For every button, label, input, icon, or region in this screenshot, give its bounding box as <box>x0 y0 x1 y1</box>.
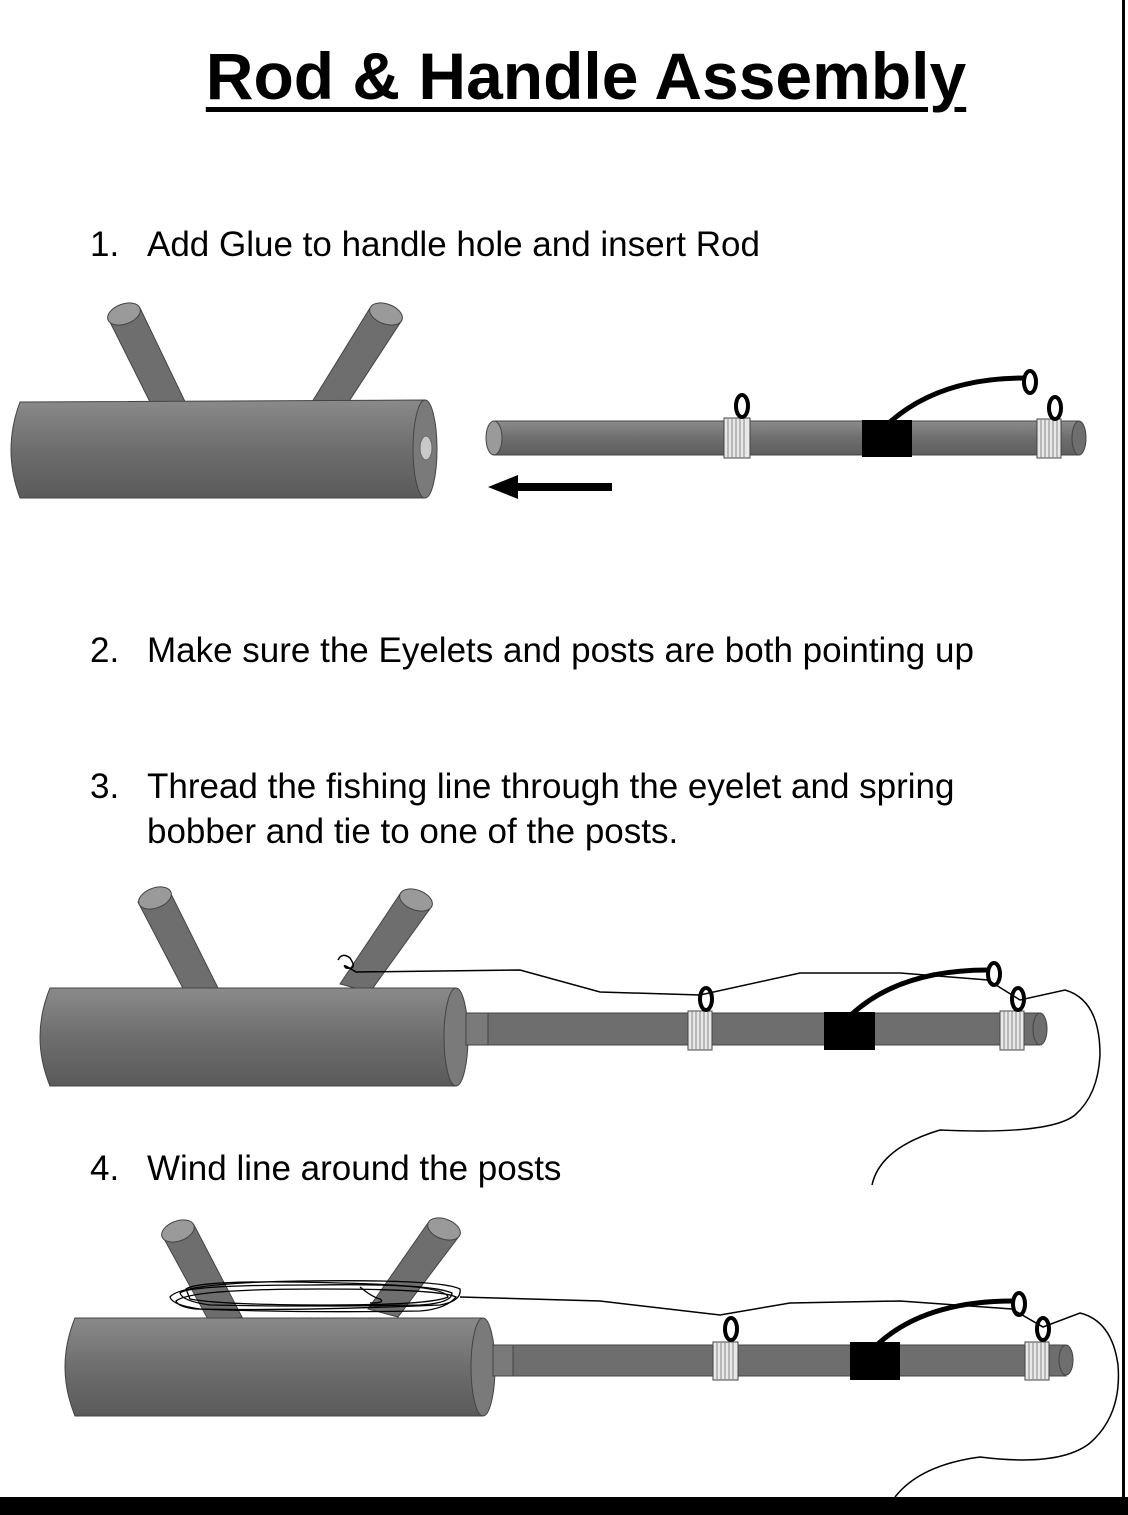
figure-assembled-with-line-tied <box>39 886 1101 1186</box>
rod <box>492 1291 1074 1381</box>
step-number: 3. <box>90 767 120 806</box>
handle-post-left <box>107 302 191 423</box>
figure-line-wound-on-posts <box>64 1217 1120 1497</box>
spring-bobber-block <box>850 1342 900 1380</box>
handle-post-right <box>311 302 403 413</box>
step-number: 1. <box>90 225 120 264</box>
tip-eyelet <box>999 986 1026 1051</box>
step-number: 4. <box>90 1149 120 1188</box>
tip-eyelet <box>1036 395 1063 459</box>
handle-post-right <box>367 1217 461 1318</box>
fishing-line <box>459 1296 1120 1497</box>
spring-bobber-wire <box>876 1298 1014 1346</box>
fishing-line <box>337 954 1101 1186</box>
page-border-bottom <box>0 1497 1128 1515</box>
rod <box>465 961 1048 1051</box>
handle-post-left <box>137 886 221 999</box>
step-text-line-2: bobber and tie to one of the posts. <box>147 812 679 851</box>
rod <box>485 369 1087 459</box>
step-text: Add Glue to handle hole and insert Rod <box>147 225 760 264</box>
spring-bobber-block <box>824 1012 875 1050</box>
step-number: 2. <box>90 631 120 670</box>
page-border-right <box>1122 0 1125 1500</box>
step-text: Make sure the Eyelets and posts are both… <box>147 631 974 670</box>
arrow-left-icon <box>488 475 612 499</box>
spring-bobber-wire <box>888 375 1025 424</box>
eyelet <box>687 986 714 1051</box>
handle-post-left <box>161 1219 243 1324</box>
figure-handle-and-rod-separate <box>10 302 1087 499</box>
spring-bobber-loop <box>1011 1291 1027 1317</box>
step-text: Wind line around the posts <box>147 1149 562 1188</box>
page-title: Rod & Handle Assembly <box>205 39 967 113</box>
spring-bobber-wire <box>850 967 989 1016</box>
spring-bobber-block <box>862 420 912 457</box>
wound-line-bundle <box>169 1280 461 1313</box>
handle-body <box>39 987 469 1087</box>
eyelet <box>712 1316 739 1381</box>
handle-body <box>64 1317 496 1417</box>
eyelet <box>723 393 751 459</box>
handle-post-right <box>339 888 433 993</box>
spring-bobber-loop <box>1022 369 1038 395</box>
handle-body <box>10 399 438 499</box>
step-text-line-1: Thread the fishing line through the eyel… <box>147 767 955 806</box>
spring-bobber-loop <box>986 961 1002 987</box>
tip-eyelet <box>1024 1316 1051 1381</box>
